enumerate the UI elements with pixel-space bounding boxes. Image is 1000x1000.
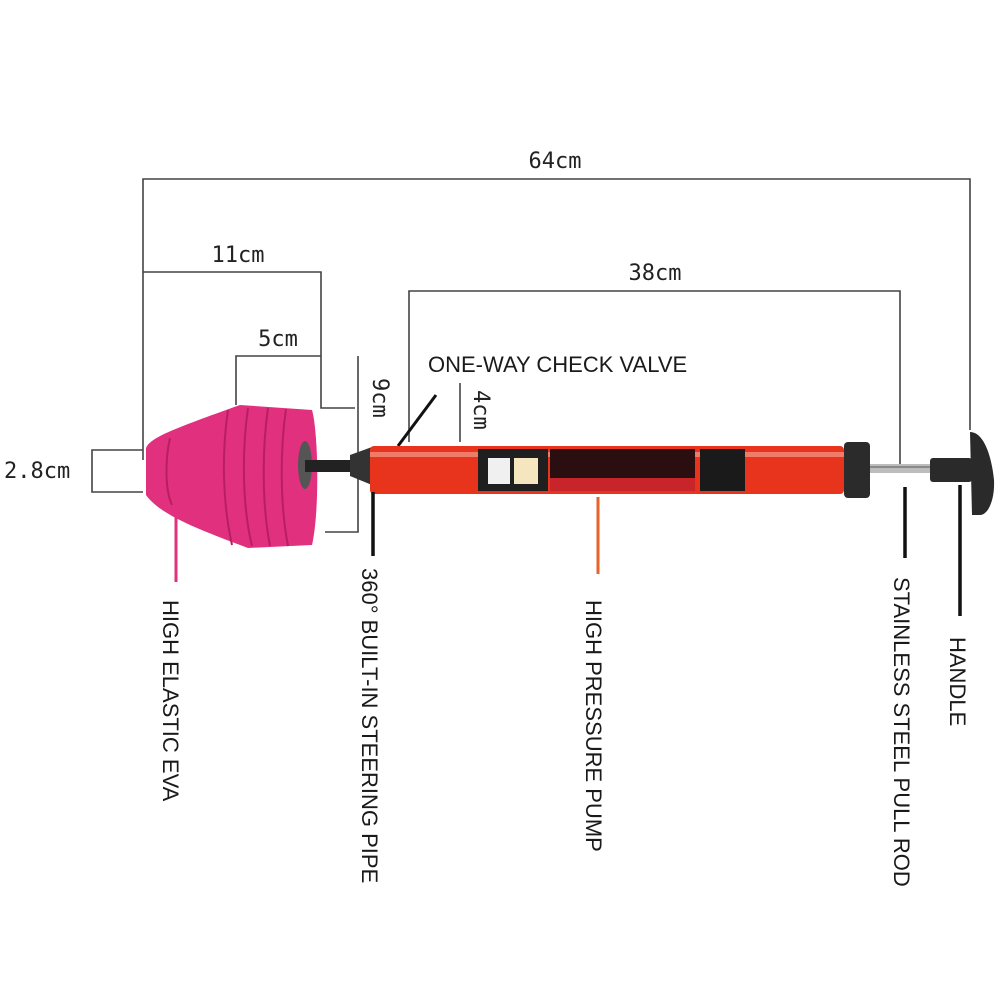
label-pull-rod: STAINLESS STEEL PULL ROD bbox=[889, 577, 914, 887]
dimension-pump-length: 38cm bbox=[408, 261, 901, 470]
label-eva: HIGH ELASTIC EVA bbox=[158, 600, 183, 802]
label-pump: HIGH PRESSURE PUMP bbox=[581, 600, 606, 852]
eva-plunger-head bbox=[146, 405, 318, 548]
dimension-head-small: 5cm bbox=[235, 327, 321, 405]
handle bbox=[930, 432, 995, 515]
dimension-head-length-label: 11cm bbox=[212, 243, 265, 268]
label-steering-pipe: 360° BUILT-IN STEERING PIPE bbox=[357, 568, 382, 883]
dimension-head-length: 11cm bbox=[143, 243, 355, 409]
dimension-pump-diameter-label: 4cm bbox=[468, 390, 493, 430]
dimension-head-diameter-label: 9cm bbox=[367, 378, 392, 418]
pointer-check-valve bbox=[396, 394, 438, 447]
dimension-head-small-label: 5cm bbox=[258, 327, 298, 352]
dimension-pump-diameter: 4cm bbox=[459, 383, 493, 442]
stainless-pull-rod bbox=[870, 464, 932, 473]
dimension-total-length: 64cm bbox=[142, 149, 971, 460]
label-handle: HANDLE bbox=[945, 637, 970, 726]
dimension-tip-diameter: 2.8cm bbox=[4, 449, 143, 493]
steering-pipe-connector bbox=[350, 447, 372, 485]
dimension-head-diameter: 9cm bbox=[325, 356, 392, 533]
dimension-total-length-label: 64cm bbox=[529, 149, 582, 174]
pump-body bbox=[370, 442, 870, 498]
dimension-tip-diameter-label: 2.8cm bbox=[4, 459, 70, 484]
steering-pipe bbox=[305, 460, 353, 472]
label-check-valve: ONE-WAY CHECK VALVE bbox=[428, 352, 687, 377]
dimension-pump-length-label: 38cm bbox=[629, 261, 682, 286]
